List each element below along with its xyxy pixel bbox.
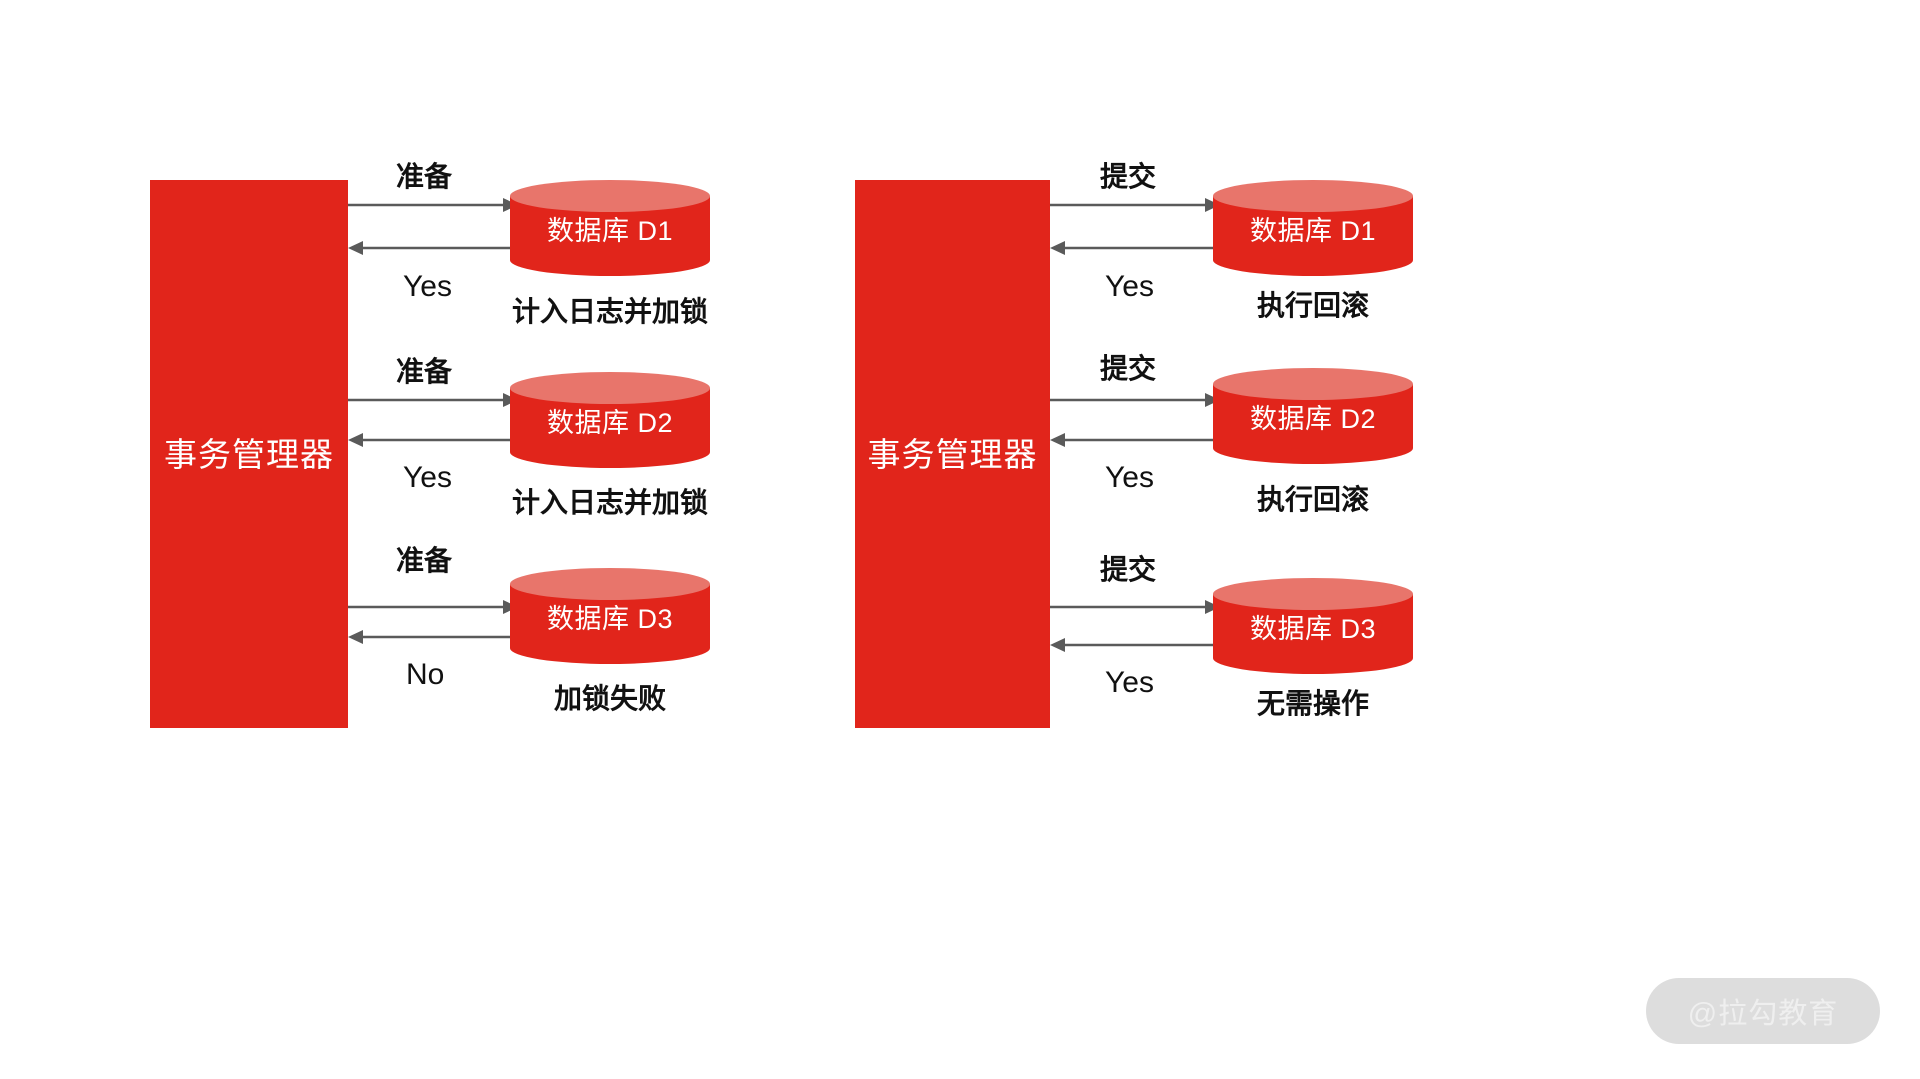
database-label-d3: 数据库 D3 (1249, 613, 1377, 644)
panel-commit-phase: 事务管理器 提交 Yes 数据库 D1 执行回滚 提交 (855, 0, 1815, 1079)
database-label-d1: 数据库 D1 (1249, 215, 1377, 246)
cylinder-top-ellipse (510, 568, 710, 600)
arrow-response-d1 (1050, 241, 1220, 255)
caption-d3: 加锁失败 (553, 683, 666, 714)
database-cylinder-d1[interactable]: 数据库 D1 (510, 180, 710, 276)
arrow-request-d2 (348, 393, 518, 407)
response-label-d2: Yes (1105, 461, 1154, 494)
caption-d3: 无需操作 (1256, 688, 1369, 719)
arrow-response-d3 (348, 630, 518, 644)
request-label-d1: 准备 (396, 161, 453, 192)
database-label-d2: 数据库 D2 (1249, 403, 1377, 434)
request-label-d1: 提交 (1100, 161, 1157, 192)
response-label-d1: Yes (1105, 270, 1154, 303)
response-label-d3: No (406, 658, 445, 691)
database-cylinder-d3[interactable]: 数据库 D3 (510, 568, 710, 664)
request-label-d2: 提交 (1100, 353, 1157, 384)
database-cylinder-d1[interactable]: 数据库 D1 (1213, 180, 1413, 276)
transaction-manager-box[interactable]: 事务管理器 (855, 180, 1050, 728)
database-label-d2: 数据库 D2 (546, 407, 674, 438)
response-label-d1: Yes (403, 270, 452, 303)
cylinder-top-ellipse (1213, 578, 1413, 610)
watermark-badge: @拉勾教育 (1646, 978, 1880, 1044)
arrow-request-d3 (1050, 600, 1220, 614)
panel-prepare-phase: 事务管理器 准备 Yes 数据库 D1 计入日志并加锁 准备 (150, 161, 710, 728)
cylinder-top-ellipse (510, 180, 710, 212)
arrow-request-d1 (1050, 198, 1220, 212)
request-label-d3: 提交 (1100, 554, 1157, 585)
transaction-manager-label: 事务管理器 (867, 435, 1038, 473)
transaction-manager-label: 事务管理器 (164, 435, 334, 473)
database-cylinder-d2[interactable]: 数据库 D2 (510, 372, 710, 468)
arrow-response-d1 (348, 241, 518, 255)
arrow-request-d1 (348, 198, 518, 212)
arrow-response-d2 (1050, 433, 1220, 447)
caption-d1: 执行回滚 (1256, 290, 1369, 321)
caption-d2: 执行回滚 (1256, 484, 1369, 515)
transaction-manager-box[interactable]: 事务管理器 (150, 180, 348, 728)
cylinder-top-ellipse (1213, 368, 1413, 400)
database-label-d3: 数据库 D3 (546, 603, 674, 634)
arrow-request-d2 (1050, 393, 1220, 407)
arrow-response-d3 (1050, 638, 1220, 652)
cylinder-top-ellipse (510, 372, 710, 404)
response-label-d3: Yes (1105, 666, 1154, 699)
database-cylinder-d2[interactable]: 数据库 D2 (1213, 368, 1413, 464)
request-label-d3: 准备 (396, 545, 453, 576)
cylinder-top-ellipse (1213, 180, 1413, 212)
watermark-text: @拉勾教育 (1687, 998, 1839, 1030)
arrow-request-d3 (348, 600, 518, 614)
database-cylinder-d3[interactable]: 数据库 D3 (1213, 578, 1413, 674)
response-label-d2: Yes (403, 461, 452, 494)
caption-d2: 计入日志并加锁 (511, 487, 708, 518)
caption-d1: 计入日志并加锁 (511, 296, 708, 327)
request-label-d2: 准备 (396, 356, 453, 387)
arrow-response-d2 (348, 433, 518, 447)
database-label-d1: 数据库 D1 (546, 215, 674, 246)
